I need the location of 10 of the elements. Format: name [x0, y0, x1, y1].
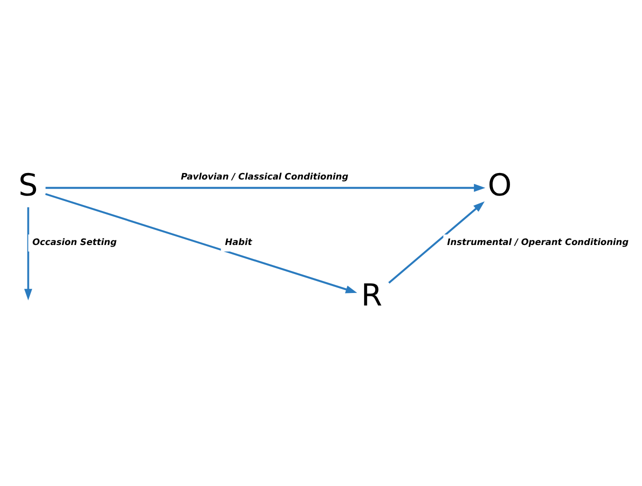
arrow	[388, 201, 485, 284]
node-text: R	[361, 278, 382, 314]
arrow	[45, 193, 358, 294]
arrow	[46, 184, 486, 192]
edge-label: Occasion Setting	[32, 238, 117, 248]
edge-label: Pavlovian / Classical Conditioning	[180, 172, 348, 182]
edge-label: Habit	[224, 238, 252, 248]
node-text: S	[18, 168, 38, 204]
node-text: O	[488, 168, 512, 204]
edge-label: Instrumental / Operant Conditioning	[447, 238, 629, 248]
